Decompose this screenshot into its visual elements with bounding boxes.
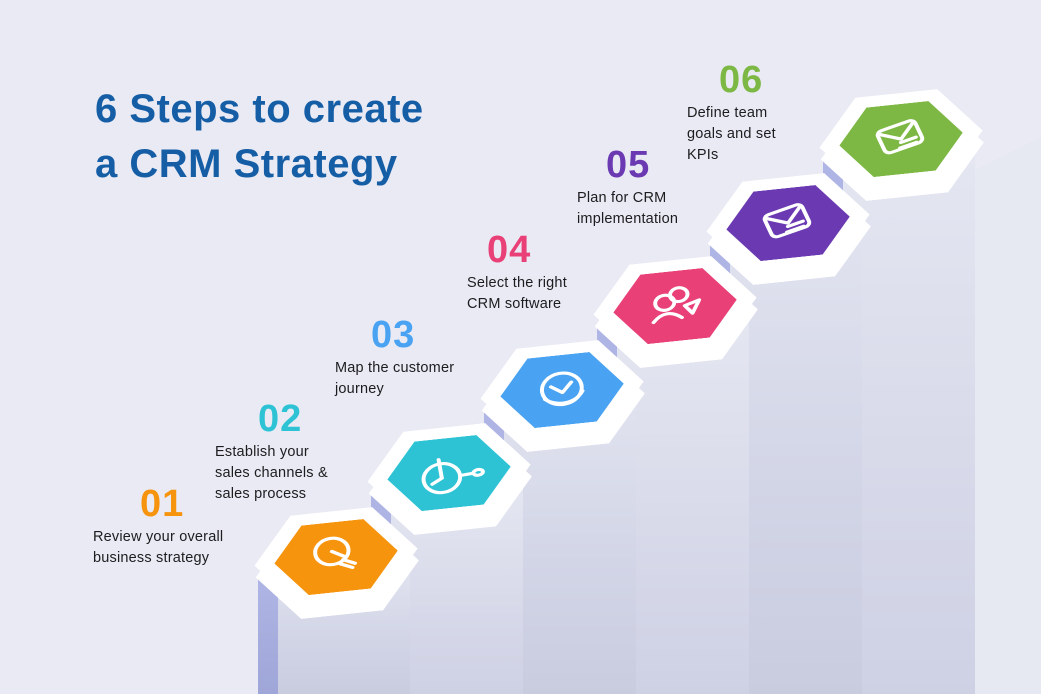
step-1-hexagon-badge <box>250 503 425 630</box>
step-number: 04 <box>487 229 532 271</box>
background-pillar <box>975 137 1041 694</box>
step-label: Define team goals and set KPIs <box>687 105 776 163</box>
pillar-1-side <box>258 579 278 694</box>
pillar-4-front <box>617 320 749 694</box>
step-number: 01 <box>140 483 185 525</box>
step-label: Review your overall business strategy <box>93 529 224 566</box>
step-label: Establish your sales channels & sales pr… <box>215 444 328 502</box>
team-icon <box>620 267 729 346</box>
step-item-6: 06 Define team goals and set KPIs <box>687 60 776 166</box>
step-item-4: 04 Select the right CRM software <box>467 230 567 315</box>
step-item-3: 03 Map the customer journey <box>335 315 454 400</box>
pillar-3-front <box>504 404 636 694</box>
clock-icon <box>394 434 503 513</box>
pillar-5-front <box>730 237 862 694</box>
step-6-hexagon-badge <box>815 85 990 212</box>
step-5-hexagon-badge <box>702 169 877 296</box>
mail-icon <box>733 184 842 263</box>
step-3-hexagon-badge <box>476 336 651 463</box>
step-item-1: 01 Review your overall business strategy <box>93 484 223 569</box>
step-label: Plan for CRM implementation <box>577 190 679 227</box>
journey-compass-icon <box>507 351 616 430</box>
step-number: 02 <box>258 398 303 440</box>
lightbulb-icon <box>281 518 390 597</box>
pillar-6-front <box>843 153 975 694</box>
step-label: Select the right CRM software <box>467 275 567 312</box>
step-number: 03 <box>371 314 416 356</box>
pillar-2-front <box>391 487 523 694</box>
step-number: 05 <box>606 144 651 186</box>
step-item-2: 02 Establish your sales channels & sales… <box>215 399 328 505</box>
step-4-hexagon-badge <box>589 252 764 379</box>
step-label: Map the customer journey <box>335 360 455 397</box>
step-number: 06 <box>719 59 764 101</box>
page-title: 6 Steps to create a CRM Strategy <box>95 87 424 186</box>
mail-icon <box>846 100 955 179</box>
step-item-5: 05 Plan for CRM implementation <box>577 145 678 230</box>
step-2-hexagon-badge <box>363 419 538 546</box>
